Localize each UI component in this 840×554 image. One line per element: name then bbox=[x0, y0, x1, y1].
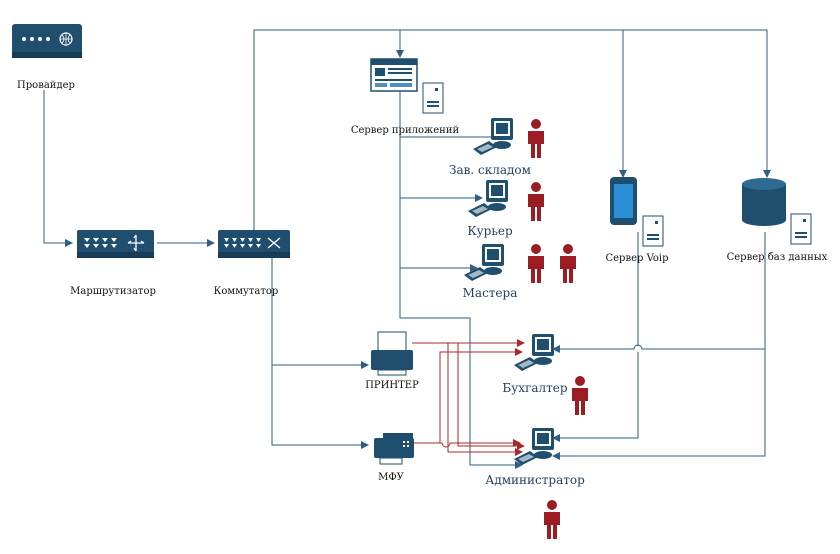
network-links bbox=[43, 29, 771, 469]
printer-label: ПРИНТЕР bbox=[365, 380, 419, 391]
masters-label: Мастера bbox=[462, 286, 518, 300]
router-icon bbox=[77, 230, 154, 258]
router-label: Маршрутизатор bbox=[70, 286, 156, 297]
admin-label: Администратор bbox=[485, 473, 585, 487]
admin-person-icon bbox=[544, 500, 560, 539]
database-icon bbox=[742, 178, 812, 245]
warehouse-person-icon bbox=[528, 119, 544, 158]
accountant-label: Бухгалтер bbox=[502, 381, 568, 395]
warehouse-label: Зав. складом bbox=[449, 163, 531, 177]
accountant-person-icon bbox=[572, 376, 588, 415]
provider-icon bbox=[12, 24, 82, 58]
masters-workstation-icon bbox=[464, 244, 504, 281]
courier-label: Курьер bbox=[467, 224, 513, 238]
mfu-label: МФУ bbox=[378, 472, 404, 483]
provider-label: Провайдер bbox=[17, 80, 75, 91]
app-server-label: Сервер приложений bbox=[350, 125, 460, 136]
voip-server-label: Сервер Voip bbox=[605, 253, 669, 264]
master-person-icon bbox=[560, 244, 576, 283]
db-server-label: Сервер баз данных bbox=[726, 252, 828, 263]
print-links bbox=[412, 339, 525, 456]
app-server-icon bbox=[370, 58, 444, 114]
switch-label: Коммутатор bbox=[213, 286, 279, 297]
master-person-icon bbox=[528, 244, 544, 283]
printer-icon bbox=[371, 331, 413, 376]
courier-person-icon bbox=[528, 182, 544, 221]
voip-phone-icon bbox=[610, 177, 664, 247]
switch-icon bbox=[218, 230, 290, 258]
mfu-icon bbox=[374, 433, 414, 465]
